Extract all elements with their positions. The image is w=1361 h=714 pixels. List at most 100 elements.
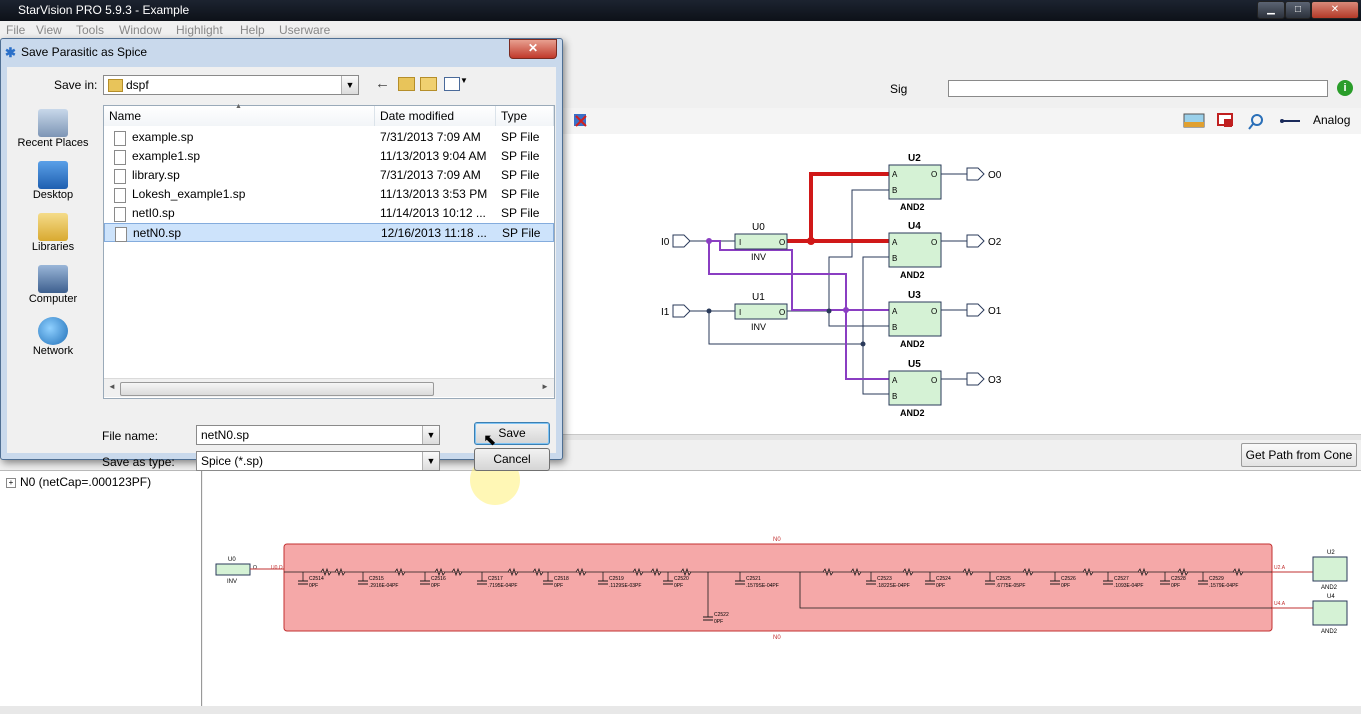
capacitor-c2525[interactable]: C2525.6775E-05PF	[985, 572, 1025, 589]
svg-text:INV: INV	[227, 579, 237, 585]
column-header-date[interactable]: Date modified	[375, 106, 496, 126]
analog-label[interactable]: Analog	[1313, 113, 1351, 127]
netlist-cell-u2[interactable]: U2 AND2	[1312, 550, 1348, 591]
scroll-left-icon[interactable]: ◄	[108, 382, 116, 391]
menu-tools[interactable]: Tools	[76, 23, 105, 37]
gate-u5[interactable]: U5 A B O AND2	[888, 359, 942, 418]
file-row[interactable]: netI0.sp 11/14/2013 10:12 ... SP File	[104, 204, 554, 223]
libraries-icon	[38, 213, 68, 241]
menu-highlight[interactable]: Highlight	[176, 23, 223, 37]
column-header-name[interactable]: Name	[104, 106, 375, 126]
save-type-dropdown-icon[interactable]: ▼	[422, 452, 439, 470]
tree-item-n0[interactable]: +N0 (netCap=.000123PF)	[6, 475, 151, 489]
capacitor-c2529[interactable]: C2529.1579E-04PF	[1198, 572, 1238, 589]
sig-label: Sig	[890, 82, 908, 96]
sort-indicator-icon: ▲	[235, 103, 242, 110]
back-icon[interactable]: ←	[375, 75, 390, 92]
highlighted-net-u2[interactable]	[809, 172, 889, 241]
menu-file[interactable]: File	[6, 23, 26, 37]
svg-text:U0: U0	[228, 557, 236, 563]
places-bar: Recent Places Desktop Libraries Computer…	[7, 105, 99, 395]
scrollbar-thumb[interactable]	[120, 382, 434, 396]
schematic-canvas: I0 I1 U0 I O INV U1 I O INV U2 A B O AND…	[661, 153, 1002, 418]
capacitor-c2515[interactable]: C2515.2916E-04PF	[358, 572, 398, 589]
get-path-from-cone-button[interactable]: Get Path from Cone	[1241, 443, 1357, 467]
column-header-type[interactable]: Type	[496, 106, 554, 126]
save-in-combo[interactable]: dspf ▼	[103, 75, 359, 95]
resistor-symbol	[902, 567, 914, 577]
file-row[interactable]: Lokesh_example1.sp 11/13/2013 3:53 PM SP…	[104, 185, 554, 204]
input-port-i0[interactable]	[672, 234, 691, 248]
info-icon[interactable]: i	[1337, 80, 1353, 96]
file-row[interactable]: example.sp 7/31/2013 7:09 AM SP File	[104, 128, 554, 147]
view-menu-icon[interactable]	[444, 77, 460, 91]
gate-u3[interactable]: U3 A B O AND2	[888, 290, 942, 349]
cancel-button[interactable]: Cancel	[474, 448, 550, 471]
svg-text:AND2: AND2	[900, 339, 925, 349]
resistor-symbol	[1022, 567, 1034, 577]
horizontal-scrollbar[interactable]: ◄ ►	[104, 378, 554, 397]
place-network[interactable]: Network	[7, 317, 99, 357]
output-port-o0[interactable]	[966, 167, 985, 181]
dialog-close-button[interactable]: ✕	[509, 39, 557, 59]
menu-help[interactable]: Help	[240, 23, 265, 37]
file-name-field[interactable]: netN0.sp ▼	[196, 425, 440, 445]
up-folder-icon[interactable]	[398, 77, 415, 91]
save-type-select[interactable]: Spice (*.sp) ▼	[196, 451, 440, 471]
selected-net-branch-u5[interactable]	[708, 241, 889, 380]
menu-userware[interactable]: Userware	[279, 23, 331, 37]
expand-icon[interactable]: +	[6, 478, 16, 488]
gate-u2[interactable]: U2 A B O AND2	[888, 153, 942, 212]
output-port-o3[interactable]	[966, 372, 985, 386]
net-n0-region[interactable]	[283, 543, 1273, 632]
netlist-cell-u4[interactable]: U4 AND2	[1312, 594, 1348, 635]
netlist-cell-u0[interactable]: U0 INV O U0.O	[215, 557, 283, 585]
gate-u0[interactable]: U0 I O INV	[734, 222, 788, 262]
file-icon	[114, 169, 126, 184]
menu-window[interactable]: Window	[119, 23, 162, 37]
new-folder-icon[interactable]	[420, 77, 437, 91]
capacitor-c2527[interactable]: C2527.1093E-04PF	[1103, 572, 1143, 589]
place-libraries[interactable]: Libraries	[7, 213, 99, 253]
capacitor-c2519[interactable]: C2519.1129SE-03PF	[598, 572, 641, 589]
file-name-dropdown-icon[interactable]: ▼	[422, 426, 439, 444]
menu-view[interactable]: View	[36, 23, 62, 37]
output-port-o1[interactable]	[966, 303, 985, 317]
output-port-o2[interactable]	[966, 234, 985, 248]
place-recent[interactable]: Recent Places	[7, 109, 99, 149]
resistor-symbol	[334, 567, 346, 577]
window-close-button[interactable]: ✕	[1311, 1, 1359, 19]
zoom-icon[interactable]	[1251, 114, 1263, 126]
file-row-selected[interactable]: netN0.sp 12/16/2013 11:18 ... SP File	[104, 223, 554, 242]
selected-net-branch-u3[interactable]	[709, 240, 889, 311]
place-computer[interactable]: Computer	[7, 265, 99, 305]
file-row[interactable]: library.sp 7/31/2013 7:09 AM SP File	[104, 166, 554, 185]
save-button[interactable]: Save	[474, 422, 550, 445]
save-in-dropdown-icon[interactable]: ▼	[341, 76, 358, 94]
sig-input[interactable]	[948, 80, 1328, 97]
resistor-symbol	[962, 567, 974, 577]
input-port-i1[interactable]	[672, 304, 691, 318]
view-dropdown-icon[interactable]: ▼	[460, 76, 468, 85]
gate-u4[interactable]: U4 A B O AND2	[888, 221, 942, 280]
svg-text:C2515: C2515	[369, 576, 384, 582]
maximize-button[interactable]: □	[1285, 1, 1311, 19]
capacitor-c2517[interactable]: C2517.7195E-04PF	[477, 572, 517, 589]
place-desktop[interactable]: Desktop	[7, 161, 99, 201]
capacitor-c2521[interactable]: C2521.1579SE-04PF	[735, 572, 779, 589]
file-row[interactable]: example1.sp 11/13/2013 9:04 AM SP File	[104, 147, 554, 166]
gate-u1[interactable]: U1 I O INV	[734, 292, 788, 332]
minimize-button[interactable]: ▁	[1257, 1, 1285, 19]
svg-text:.1093E-04PF: .1093E-04PF	[1114, 583, 1143, 589]
scroll-right-icon[interactable]: ►	[541, 382, 549, 391]
capacitor-c2523[interactable]: C2523.1822SE-04PF	[866, 572, 910, 589]
